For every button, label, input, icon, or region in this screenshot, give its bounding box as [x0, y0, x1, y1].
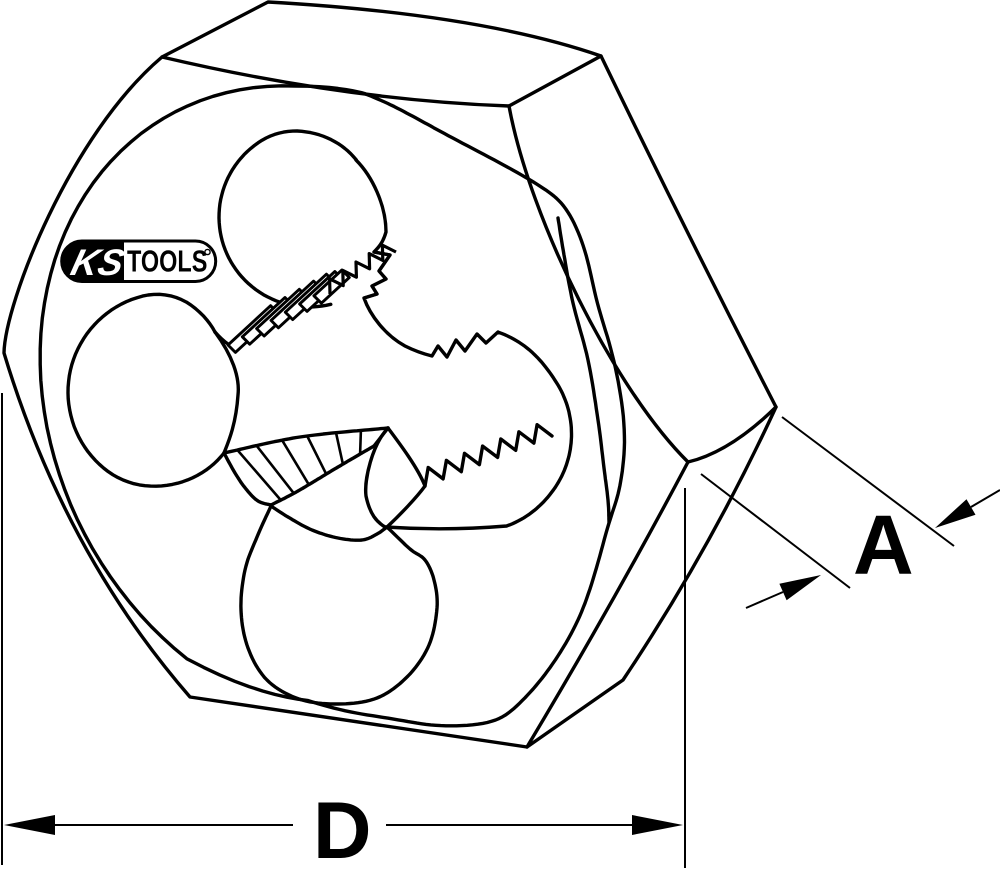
svg-text:TOOLS: TOOLS: [127, 243, 207, 278]
svg-text:KS: KS: [67, 242, 129, 283]
svg-text:D: D: [313, 786, 372, 876]
svg-text:A: A: [853, 498, 914, 592]
